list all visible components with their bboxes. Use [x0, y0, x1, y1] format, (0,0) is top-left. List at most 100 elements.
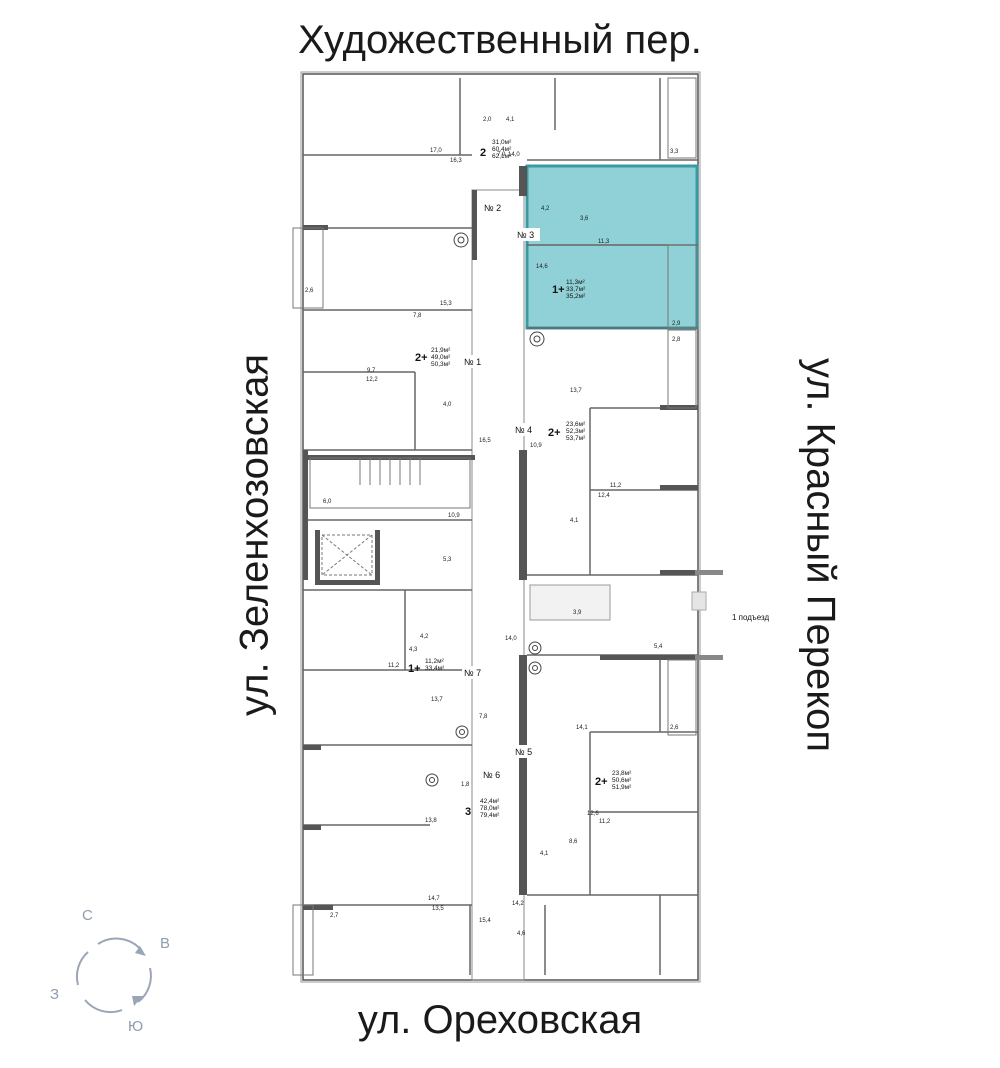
svg-text:52,3м²: 52,3м² [566, 428, 586, 435]
room-area-label: 9,7 [367, 368, 376, 374]
svg-text:79,4м²: 79,4м² [480, 812, 500, 819]
room-area-label: 3,3 [670, 149, 679, 155]
room-area-label: 16,5 [479, 438, 491, 444]
compass-icon [75, 937, 152, 1014]
compass-north-label: С [82, 907, 93, 924]
staircase [309, 457, 471, 576]
room-area-label: 13,7 [431, 697, 443, 703]
apt-5-label[interactable]: № 5 2+ 23,8м² 50,6м² 51,9м² [513, 745, 632, 791]
room-area-label: 15,3 [440, 301, 452, 307]
room-area-label: 5,3 [443, 557, 452, 563]
svg-text:60,4м²: 60,4м² [492, 146, 512, 153]
room-area-label: 7,0 [497, 152, 506, 158]
room-area-label: 4,0 [443, 402, 452, 408]
svg-text:21,9м²: 21,9м² [431, 347, 451, 354]
svg-text:33,7м²: 33,7м² [566, 286, 586, 293]
svg-text:50,3м²: 50,3м² [431, 361, 451, 368]
room-area-label: 8,6 [569, 839, 578, 845]
room-area-label: 4,1 [540, 851, 549, 857]
room-area-label: 17,0 [430, 148, 442, 154]
room-area-label: 14,6 [536, 264, 548, 270]
corridor [471, 189, 525, 981]
room-area-label: 16,3 [450, 158, 462, 164]
room-area-label: 4,6 [517, 931, 526, 937]
svg-text:49,0м²: 49,0м² [431, 354, 451, 361]
apartment-labels: № 2 2 31,0м² 60,4м² 62,1м² № 3 1+ 11,3м²… [408, 139, 632, 819]
room-area-label: 12,4 [598, 493, 610, 499]
compass-west-label: З [50, 986, 60, 1003]
room-area-label: 6,0 [323, 499, 332, 505]
svg-text:2+: 2+ [415, 352, 428, 364]
svg-text:51,9м²: 51,9м² [612, 784, 632, 791]
room-area-label: 14,2 [512, 901, 524, 907]
street-name-bottom: ул. Ореховская [357, 998, 643, 1042]
room-area-label: 11,3 [598, 239, 610, 245]
apt-2-label[interactable]: № 2 2 31,0м² 60,4м² 62,1м² [480, 139, 512, 214]
svg-text:42,4м²: 42,4м² [480, 798, 500, 805]
svg-text:31,0м²: 31,0м² [492, 139, 512, 146]
svg-text:1+: 1+ [552, 284, 565, 296]
svg-text:62,1м²: 62,1м² [492, 153, 512, 160]
room-area-label: 12,2 [366, 377, 378, 383]
svg-text:1+: 1+ [408, 663, 421, 675]
svg-text:35,2м²: 35,2м² [566, 293, 586, 300]
room-area-label: 4,2 [420, 634, 429, 640]
room-area-label: 3,9 [573, 610, 582, 616]
room-area-label: 14,7 [428, 896, 440, 902]
room-area-label: 2,6 [305, 288, 314, 294]
svg-text:№ 6: № 6 [483, 770, 500, 780]
room-area-label: 14,0 [505, 636, 517, 642]
svg-text:№ 2: № 2 [484, 203, 501, 213]
utility-shafts [425, 232, 545, 787]
svg-text:№ 4: № 4 [515, 425, 532, 435]
svg-text:2+: 2+ [595, 776, 608, 788]
room-area-label: 7,8 [413, 313, 422, 319]
interior-walls [303, 78, 698, 975]
room-area-label: 14,0 [508, 152, 520, 158]
apt-1-label[interactable]: № 1 2+ 21,9м² 49,0м² 50,3м² [415, 347, 487, 368]
svg-text:33,4м²: 33,4м² [425, 665, 445, 672]
room-area-label: 15,4 [479, 918, 491, 924]
room-area-label: 5,4 [654, 644, 663, 650]
svg-text:№ 3: № 3 [517, 230, 534, 240]
entrance-label: 1 подъезд [732, 613, 770, 622]
apt-3-label[interactable]: № 3 1+ 11,3м² 33,7м² 35,2м² [515, 228, 586, 300]
compass-south-label: Ю [128, 1018, 144, 1035]
svg-text:50,6м²: 50,6м² [612, 777, 632, 784]
svg-text:№ 7: № 7 [464, 668, 481, 678]
room-area-label: 11,2 [610, 483, 622, 489]
room-area-label: 7,8 [479, 714, 488, 720]
room-area-label: 10,9 [530, 443, 542, 449]
room-area-label: 11,2 [388, 663, 400, 669]
svg-text:23,8м²: 23,8м² [612, 770, 632, 777]
svg-text:3: 3 [465, 806, 471, 818]
room-area-label: 2,8 [672, 337, 681, 343]
room-area-label: 4,1 [570, 518, 579, 524]
room-area-label: 13,8 [425, 818, 437, 824]
room-area-label: 11,2 [599, 819, 611, 825]
svg-text:2+: 2+ [548, 427, 561, 439]
apartment-3-highlight[interactable] [525, 164, 699, 330]
svg-text:23,6м²: 23,6м² [566, 421, 586, 428]
room-area-label: 4,1 [506, 117, 515, 123]
street-name-top: Художественный пер. [298, 18, 702, 62]
svg-text:№ 1: № 1 [464, 357, 481, 367]
svg-text:2: 2 [480, 147, 486, 159]
room-area-label: 4,3 [409, 647, 418, 653]
entrance-vestibule [529, 570, 723, 660]
room-area-label: 10,9 [448, 513, 460, 519]
balconies [292, 77, 697, 976]
room-area-label: 12,6 [587, 811, 599, 817]
apt-4-label[interactable]: № 4 2+ 23,6м² 52,3м² 53,7м² [513, 421, 586, 442]
apt-7-label[interactable]: № 7 1+ 11,2м² 33,4м² [408, 658, 487, 679]
room-area-label: 13,7 [570, 388, 582, 394]
compass-east-label: В [160, 935, 171, 952]
svg-text:11,3м²: 11,3м² [566, 279, 586, 286]
room-area-label: 2,7 [330, 913, 339, 919]
room-area-label: 13,5 [432, 906, 444, 912]
room-area-label: 4,2 [541, 206, 550, 212]
svg-text:№ 5: № 5 [515, 747, 532, 757]
apt-6-label[interactable]: № 6 3 42,4м² 78,0м² 79,4м² [465, 768, 506, 819]
